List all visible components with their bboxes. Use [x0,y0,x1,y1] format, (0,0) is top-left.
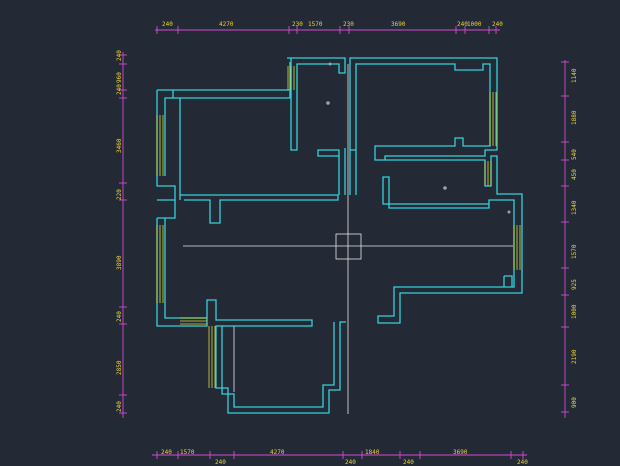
fixture-dot-icon [328,62,332,66]
top-dim-label: 240 [162,21,173,28]
bottom-dim-label: 240 [403,459,414,466]
window-right-small [484,161,492,186]
window-right-upper [489,92,497,146]
right-dim-label: 540 [571,149,578,160]
bottom-dim-label: 240 [161,449,172,456]
window-left-upper [156,115,164,176]
left-dim-label: 240 [116,311,123,322]
upper-right-room-wall [349,57,498,195]
top-dim-label: 230 [343,21,354,28]
left-dim-label: 240 [116,401,123,412]
left-dim-label: 3460 [116,138,123,153]
left-dim-label: 3890 [116,255,123,270]
top-dimension-chain: 240 4270 230 1570 230 3690 240 1000 240 [155,21,503,34]
top-dim-label: 240 [492,21,503,28]
left-dim-label: 2850 [116,360,123,375]
right-dim-label: 900 [571,397,578,408]
left-dim-label: 220 [116,189,123,200]
left-dim-label: 240 [116,84,123,95]
window-top-middle [287,66,295,90]
bottom-dim-label: 3690 [453,449,468,456]
window-bottom-left [180,317,207,325]
right-dim-label: 1140 [571,68,578,83]
top-dim-label: 230 [292,21,303,28]
bottom-dim-label: 240 [517,459,528,466]
fixture-markers [326,62,511,214]
right-dim-label: 2190 [571,349,578,364]
right-dim-label: 1880 [571,110,578,125]
right-dim-label: 450 [571,169,578,180]
right-dim-label: 1000 [571,304,578,319]
upper-middle-room-wall [287,57,346,195]
window-markers [156,66,521,388]
fixture-dot-icon [507,210,511,214]
left-dimension-chain: 240 960 240 3460 220 3890 240 2850 240 [116,50,127,418]
right-dimension-chain: 1140 1880 540 450 1340 1570 925 1000 219… [561,60,578,418]
top-dim-label: 240 [457,21,468,28]
right-dim-label: 1570 [571,244,578,259]
window-bottom-vertical [208,326,216,388]
living-room-wall [156,200,346,414]
ceiling-light-icon [326,101,330,105]
right-dim-label: 925 [571,279,578,290]
ceiling-light-icon [443,186,447,190]
bottom-dim-label: 240 [345,459,356,466]
left-dim-label: 960 [116,72,123,83]
bottom-dim-label: 4270 [270,449,285,456]
center-axes [183,64,513,414]
upper-left-room-wall [156,62,339,224]
top-dim-label: 1000 [467,21,482,28]
window-right-lower [513,225,521,270]
bottom-dim-label: 1840 [365,449,380,456]
right-room-corner-arc [504,275,513,287]
top-dim-label: 1570 [308,21,323,28]
top-dim-label: 4270 [219,21,234,28]
right-dim-label: 1340 [571,200,578,215]
top-dim-label: 3690 [391,21,406,28]
bottom-dim-label: 240 [215,459,226,466]
axis-center-marker [335,233,362,260]
bottom-dimension-chain: 240 1570 240 4270 240 1840 240 3690 240 [152,449,528,466]
left-dim-label: 240 [116,50,123,61]
window-left-lower [156,225,164,303]
bottom-dim-label: 1570 [180,449,195,456]
